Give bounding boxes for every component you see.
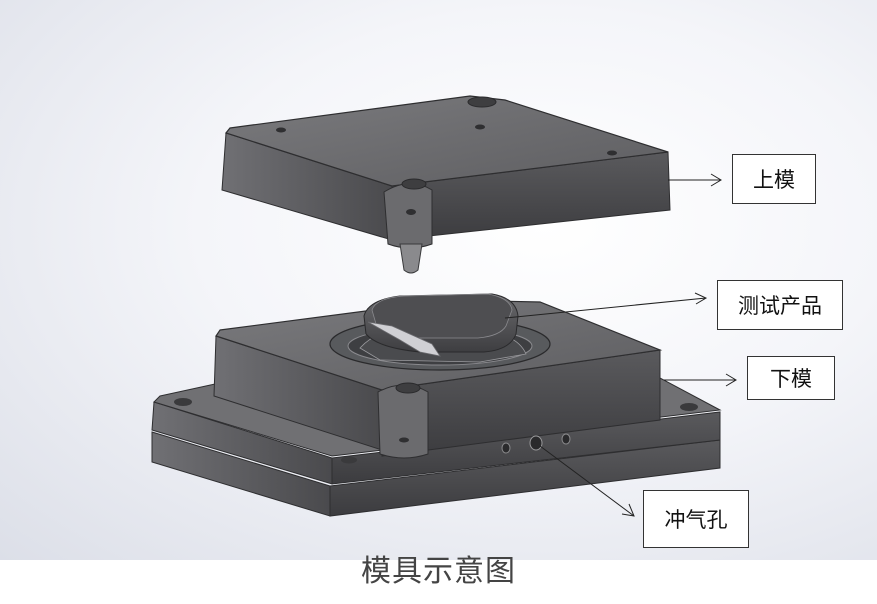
arrowhead <box>710 173 722 187</box>
upper-mold-hole <box>276 127 286 133</box>
callout-upper-mold: 上模 <box>732 154 816 204</box>
product-strap <box>367 321 441 357</box>
lower-block-hole <box>399 437 409 443</box>
arrowhead <box>621 503 635 517</box>
upper-mold-hole <box>401 178 427 190</box>
callout-test-product: 测试产品 <box>717 280 843 330</box>
callout-lower-mold: 下模 <box>747 356 835 400</box>
upper-mold <box>221 95 671 274</box>
vent-hole <box>529 435 543 451</box>
leader-line-test-product <box>504 297 707 319</box>
lower-block-corner-post <box>377 384 429 459</box>
arrowhead <box>694 292 708 305</box>
arrowhead <box>725 373 737 387</box>
vent-hole <box>501 442 511 454</box>
vent-hole <box>561 433 571 445</box>
leader-line-vent-hole <box>539 445 635 517</box>
upper-mold-hole <box>607 150 617 156</box>
base-plate-hole <box>680 403 698 411</box>
figure-caption: 模具示意图 <box>361 554 516 589</box>
upper-mold-corner-post <box>383 183 433 249</box>
lower-block-hole <box>395 382 421 394</box>
upper-mold-top-face <box>224 95 669 187</box>
leader-lines <box>504 173 737 517</box>
upper-mold-nozzle <box>399 243 423 274</box>
upper-mold-hole <box>406 209 416 215</box>
base-plate-bottom-front <box>329 439 721 517</box>
upper-mold-hole <box>475 124 485 130</box>
upper-mold-hole <box>467 96 497 108</box>
base-plate-hole <box>341 456 357 464</box>
test-product <box>363 293 519 357</box>
base-plate-hole <box>174 398 192 406</box>
callout-vent-hole: 冲气孔 <box>643 490 749 548</box>
